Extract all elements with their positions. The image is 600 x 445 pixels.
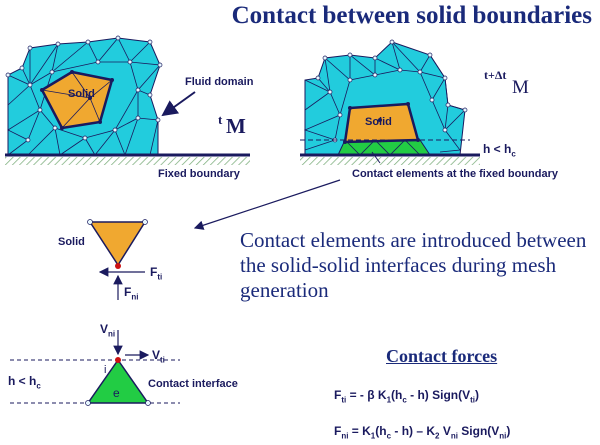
vt-label: Vti (152, 348, 165, 365)
node-i-label: i (104, 364, 107, 376)
contact-forces-title: Contact forces (386, 346, 498, 366)
formula-fn: Fni = K1(hc - h) – K2 Vni Sign(Vni) (334, 424, 511, 441)
page-title: Contact between solid boundaries (231, 2, 592, 29)
left-mesh (5, 35, 250, 165)
gap-label-interface: h < hc (8, 374, 41, 391)
formula-ft: Fti = - β K1(hc - h) Sign(Vti) (334, 388, 480, 405)
solid-label-element: Solid (58, 236, 85, 248)
fixed-boundary-label: Fixed boundary (158, 168, 240, 180)
contact-element-triangle (86, 358, 150, 404)
time-label-left: t (218, 112, 223, 127)
gap-label-right: h < hc (483, 142, 516, 159)
time-label-right: t+Δt (484, 68, 507, 82)
description-text: Contact elements are introduced between … (240, 228, 587, 302)
vn-label: Vni (100, 322, 116, 339)
element-detail (87, 219, 148, 300)
solid-body-left (40, 70, 114, 130)
interface-detail (10, 330, 180, 406)
ft-label: Fti (150, 265, 163, 282)
right-mesh (300, 39, 480, 165)
fluid-domain-label: Fluid domain (185, 76, 254, 88)
element-e-label: e (113, 386, 120, 400)
solid-label-right: Solid (365, 116, 392, 128)
contact-elements-label: Contact elements at the fixed boundary (352, 168, 558, 180)
fn-label: Fni (124, 285, 139, 302)
mesh-label-right: M (512, 77, 529, 98)
contact-interface-label: Contact interface (148, 378, 238, 390)
solid-label-left: Solid (68, 88, 95, 100)
solid-triangle (88, 221, 147, 267)
mesh-label-left: M (226, 114, 246, 138)
